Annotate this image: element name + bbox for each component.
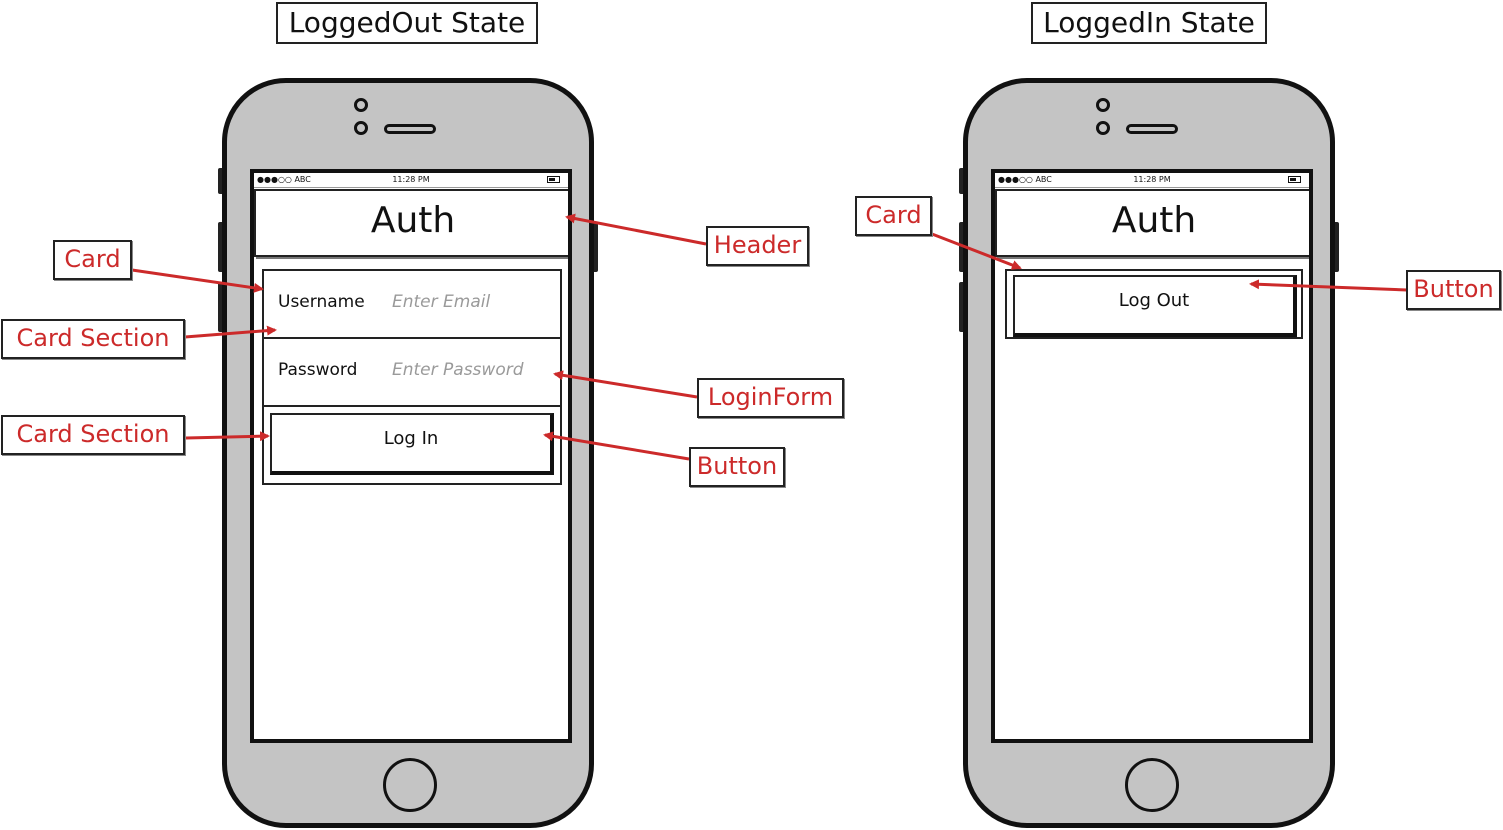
- auth-header: Auth: [254, 189, 568, 257]
- card-section-button: Log In: [262, 405, 562, 485]
- header-title: Auth: [1111, 200, 1197, 241]
- password-label: Password: [278, 360, 358, 380]
- status-bar: ●●●○○ ABC 11:28 PM: [254, 173, 568, 188]
- status-time: 11:28 PM: [392, 175, 430, 184]
- carrier-label: ●●●○○ ABC: [998, 175, 1052, 184]
- username-input[interactable]: Enter Email: [392, 292, 491, 312]
- callout-button: Button: [689, 447, 785, 487]
- home-button: [383, 758, 437, 812]
- camera-icon: [1096, 121, 1110, 135]
- speaker-icon: [1126, 124, 1178, 134]
- battery-icon: [547, 176, 560, 183]
- arrow-card: [131, 268, 264, 293]
- callout-card-right: Card: [855, 196, 932, 236]
- phone-body: ●●●○○ ABC 11:28 PM Auth Username Enter E…: [222, 78, 594, 828]
- card-section-password: Password Enter Password: [262, 337, 562, 409]
- password-input[interactable]: Enter Password: [392, 360, 524, 380]
- arrow-button-right: [1249, 279, 1408, 292]
- log-in-button[interactable]: Log In: [270, 413, 554, 475]
- carrier-label: ●●●○○ ABC: [257, 175, 311, 184]
- power-button: [590, 222, 598, 272]
- arrow-card-section-2: [185, 431, 270, 442]
- callout-header: Header: [706, 226, 809, 266]
- home-button: [1125, 758, 1179, 812]
- phone-screen: ●●●○○ ABC 11:28 PM Auth Username Enter E…: [250, 169, 572, 743]
- camera-icon: [354, 121, 368, 135]
- callout-card-section: Card Section: [1, 415, 185, 455]
- status-time: 11:28 PM: [1133, 175, 1171, 184]
- arrow-card-section-1: [184, 325, 277, 339]
- callout-button-right: Button: [1406, 270, 1501, 310]
- arrow-button: [543, 431, 690, 461]
- callout-login-form: LoginForm: [697, 378, 844, 418]
- power-button: [1331, 222, 1339, 272]
- auth-header: Auth: [995, 189, 1309, 257]
- username-label: Username: [278, 292, 365, 312]
- login-card: Username Enter Email Password Enter Pass…: [262, 269, 562, 485]
- logged-out-state-title: LoggedOut State: [276, 2, 538, 44]
- arrow-card-right: [931, 232, 1022, 270]
- logged-in-state-title: LoggedIn State: [1031, 2, 1267, 44]
- callout-card-section: Card Section: [1, 319, 185, 359]
- battery-icon: [1288, 176, 1301, 183]
- speaker-icon: [384, 124, 436, 134]
- sensor-icon: [354, 98, 368, 112]
- sensor-icon: [1096, 98, 1110, 112]
- arrow-header: [565, 213, 707, 246]
- callout-card: Card: [53, 240, 132, 280]
- status-bar: ●●●○○ ABC 11:28 PM: [995, 173, 1309, 188]
- arrow-login-form: [553, 370, 698, 399]
- card-section-username: Username Enter Email: [262, 269, 562, 341]
- header-title: Auth: [370, 200, 456, 241]
